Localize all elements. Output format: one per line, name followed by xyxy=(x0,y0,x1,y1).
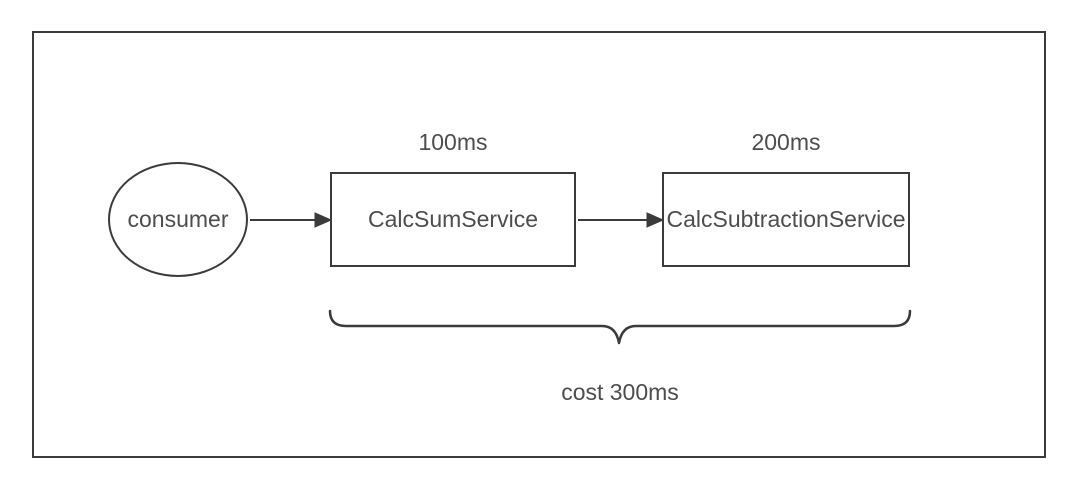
arrow-calcsumservice-to-calcsubtractionservice xyxy=(578,212,665,228)
diagram-border xyxy=(32,31,1046,458)
node-calc-sum-service-label: CalcSumService xyxy=(368,206,538,232)
node-calc-sum-service: CalcSumService xyxy=(330,172,576,267)
cost-total-label: cost 300ms xyxy=(561,379,679,405)
latency-label-calcsubtractionservice: 200ms xyxy=(751,129,821,155)
node-calc-subtraction-service: CalcSubtractionService xyxy=(662,172,910,267)
node-calc-subtraction-service-label: CalcSubtractionService xyxy=(666,206,906,232)
latency-label-calcsumservice: 100ms xyxy=(418,129,488,155)
cost-brace-icon xyxy=(328,309,912,345)
node-consumer: consumer xyxy=(108,162,248,277)
node-consumer-label: consumer xyxy=(127,206,229,232)
arrow-consumer-to-calcsumservice xyxy=(250,212,333,228)
